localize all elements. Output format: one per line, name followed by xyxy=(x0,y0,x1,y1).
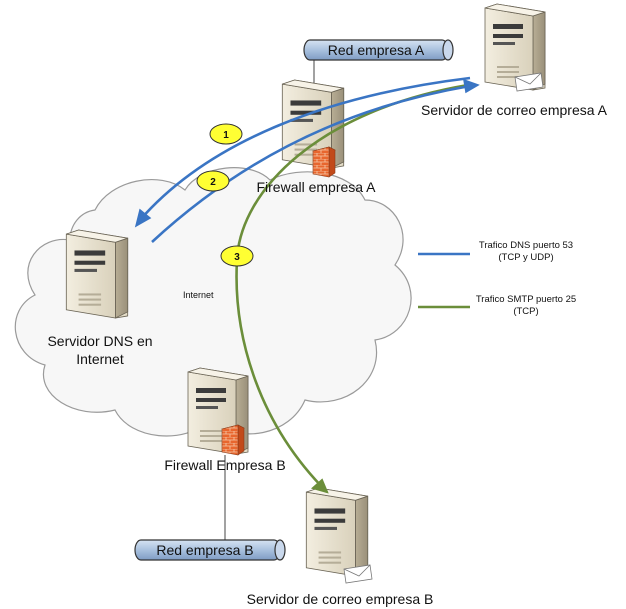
legend-smtp-line1: Trafico SMTP puerto 25 xyxy=(476,294,576,305)
mail-a-label: Servidor de correo empresa A xyxy=(421,102,608,118)
internet-label: Internet xyxy=(183,290,214,300)
svg-text:2: 2 xyxy=(210,177,216,188)
smtp-arrowhead xyxy=(310,478,329,494)
mail-b-label: Servidor de correo empresa B xyxy=(247,591,434,607)
step-badge-3: 3 xyxy=(220,245,254,267)
network-bar-red-b: Red empresa B xyxy=(134,539,286,561)
mail-server-b xyxy=(305,487,373,584)
server-tower-icon xyxy=(305,487,369,577)
firewall-b-label: Firewall Empresa B xyxy=(164,457,285,473)
dns-label-line1: Servidor DNS en xyxy=(47,333,152,349)
firewall-a-label: Firewall empresa A xyxy=(256,179,376,195)
svg-text:3: 3 xyxy=(234,252,240,263)
dns-query-path xyxy=(139,76,471,221)
dns-query-arrowhead xyxy=(134,208,152,228)
legend-smtp-line2: (TCP) xyxy=(513,306,538,317)
svg-text:1: 1 xyxy=(223,130,229,141)
internet-cloud-icon xyxy=(14,167,412,437)
legend-dns-line1: Trafico DNS puerto 53 xyxy=(479,240,573,251)
server-tower-icon xyxy=(65,229,129,319)
legend-dns-line2: (TCP y UDP) xyxy=(498,252,553,263)
red-b-label: Red empresa B xyxy=(156,542,253,558)
step-badge-1: 1 xyxy=(209,123,243,145)
step-badge-2: 2 xyxy=(196,170,230,192)
dns-server xyxy=(65,229,129,319)
network-bar-red-a: Red empresa A xyxy=(303,39,454,61)
dns-response-path xyxy=(151,84,471,243)
legend: Trafico DNS puerto 53 (TCP y UDP) Trafic… xyxy=(418,240,576,317)
red-a-label: Red empresa A xyxy=(328,42,425,58)
mail-server-a xyxy=(484,3,546,92)
dns-response-arrowhead xyxy=(463,78,480,94)
dns-label-line2: Internet xyxy=(76,351,124,367)
brick-firewall-icon xyxy=(312,146,336,178)
firewall-server-b xyxy=(187,367,249,456)
brick-firewall-icon xyxy=(221,424,245,456)
